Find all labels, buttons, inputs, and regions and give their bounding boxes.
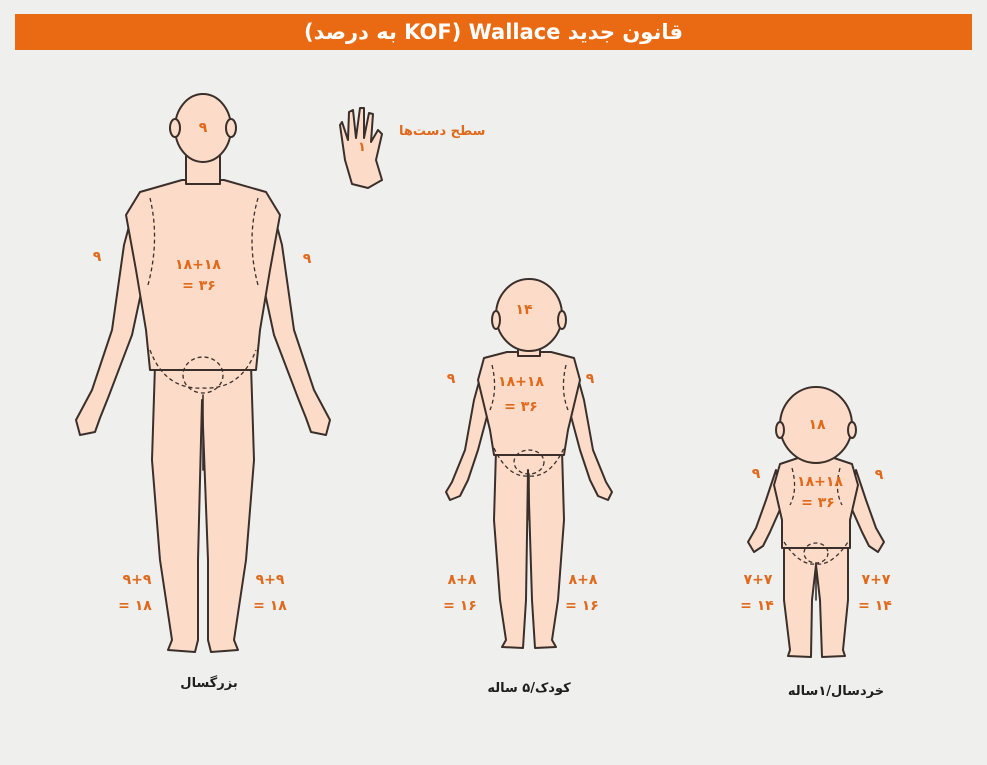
child-torso-sum: ۱۸+۱۸ [498, 375, 544, 389]
child-left-leg-total: = ۱۶ [443, 599, 477, 613]
toddler-right-arm-value: ۹ [875, 468, 884, 482]
adult-left-arm-value: ۹ [93, 250, 102, 264]
adult-torso-total: = ۳۶ [182, 279, 216, 293]
child-right-leg-sum: ۸+۸ [569, 573, 598, 587]
adult-left-leg-sum: ۹+۹ [123, 573, 152, 587]
adult-torso-sum: ۱۸+۱۸ [175, 258, 221, 272]
toddler-right-leg-total: = ۱۴ [858, 599, 892, 613]
toddler-caption: خردسال/۱ساله [788, 684, 884, 699]
adult-head-value: ۹ [199, 121, 208, 135]
adult-right-leg-sum: ۹+۹ [256, 573, 285, 587]
toddler-left-leg-sum: ۷+۷ [744, 573, 773, 587]
toddler-left-leg-total: = ۱۴ [740, 599, 774, 613]
toddler-torso-sum: ۱۸+۱۸ [797, 475, 843, 489]
child-left-arm-value: ۹ [447, 372, 456, 386]
toddler-torso-total: = ۳۶ [801, 496, 835, 510]
hand-surface-label: سطح دست‌ها [399, 125, 485, 138]
child-torso-total: = ۳۶ [504, 400, 538, 414]
child-left-leg-sum: ۸+۸ [448, 573, 477, 587]
toddler-left-arm-value: ۹ [752, 467, 761, 481]
child-right-arm-value: ۹ [586, 372, 595, 386]
adult-caption: بزرگسال [180, 676, 237, 691]
child-figure [446, 279, 612, 648]
toddler-right-leg-sum: ۷+۷ [862, 573, 891, 587]
adult-figure [76, 94, 330, 652]
adult-left-leg-total: = ۱۸ [118, 599, 152, 613]
toddler-head-value: ۱۸ [808, 418, 825, 432]
child-right-leg-total: = ۱۶ [565, 599, 599, 613]
hand-value: ۱ [358, 141, 366, 154]
child-caption: کودک/۵ ساله [487, 681, 570, 696]
adult-right-leg-total: = ۱۸ [253, 599, 287, 613]
adult-right-arm-value: ۹ [303, 252, 312, 266]
child-head-value: ۱۴ [515, 303, 532, 317]
